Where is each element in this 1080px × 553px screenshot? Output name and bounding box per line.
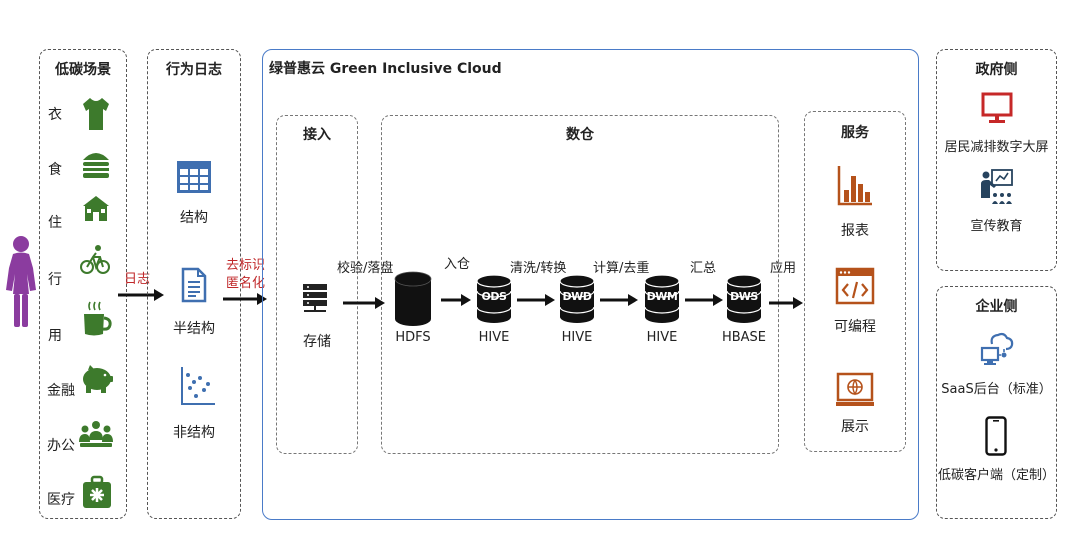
behavior-label: 结构 [180, 210, 208, 226]
enterprise-panel [936, 286, 1057, 519]
hdfs-label: HDFS [395, 330, 431, 345]
pipeline-arrow [600, 294, 638, 306]
scene-label: 住 [48, 215, 62, 231]
scenes-title: 低碳场景 [55, 62, 111, 78]
behavior-title: 行为日志 [166, 62, 222, 78]
dws-badge: DWS [730, 290, 758, 303]
pipeline-arrow [685, 294, 723, 306]
pipeline-step-label: 清洗/转换 [510, 261, 567, 276]
anonymize-label: 匿名化 [226, 276, 266, 291]
gov-panel [936, 49, 1057, 271]
bicycle-icon [80, 245, 110, 274]
tshirt-icon [83, 98, 109, 130]
server-icon [303, 284, 327, 312]
pipeline-arrow [517, 294, 555, 306]
cloud-title: 绿普惠云 Green Inclusive Cloud [269, 61, 502, 77]
group-icon [79, 421, 113, 447]
hive-label: HIVE [646, 330, 678, 345]
ingest-label: 存储 [303, 334, 331, 350]
behavior-label: 半结构 [173, 321, 215, 337]
mug-icon [84, 301, 112, 336]
scene-label: 衣 [48, 107, 62, 123]
anonymize-label: 去标识 [226, 258, 266, 273]
service-label: 可编程 [834, 319, 876, 335]
dwd-badge: DWD [562, 290, 592, 303]
burger-icon [83, 153, 109, 178]
scene-label: 金融 [47, 383, 75, 399]
enterprise-label: SaaS后台（标准） [941, 382, 1052, 397]
hbase-label: HBASE [721, 330, 767, 345]
gov-label: 居民减排数字大屏 [944, 140, 1049, 155]
dwm-database-icon [644, 274, 680, 323]
gov-title: 政府侧 [975, 62, 1018, 78]
pipeline-step-label: 汇总 [690, 261, 717, 276]
warehouse-panel [381, 115, 779, 454]
warehouse-title: 数仓 [566, 127, 594, 143]
gov-label: 宣传教育 [970, 219, 1023, 234]
service-label: 报表 [841, 223, 869, 239]
scene-label: 医疗 [47, 492, 75, 508]
scene-label: 用 [48, 328, 62, 344]
pipeline-step-label: 计算/去重 [593, 261, 650, 276]
ods-badge: ODS [481, 290, 507, 303]
person-icon [6, 236, 36, 327]
pipeline-step-label: 入仓 [444, 257, 471, 272]
dwm-badge: DWM [646, 290, 678, 303]
pipeline-arrow [769, 297, 803, 309]
dwd-database-icon [559, 274, 595, 323]
pipeline-step-label: 应用 [770, 261, 797, 276]
scene-label: 行 [48, 272, 62, 288]
scatter-icon [181, 367, 215, 405]
code-window-icon [835, 267, 875, 305]
service-title: 服务 [841, 125, 869, 141]
cloud-computer-icon [980, 332, 1014, 365]
service-label: 展示 [841, 419, 869, 435]
pipeline-arrow [441, 294, 471, 306]
table-icon [177, 161, 211, 193]
ingest-panel [276, 115, 358, 454]
bar-chart-icon [837, 166, 872, 206]
phone-icon [985, 416, 1007, 456]
enterprise-label: 低碳客户端（定制） [937, 468, 1055, 483]
scene-label: 食 [48, 162, 62, 178]
log-arrow-label: 日志 [124, 272, 151, 287]
hive-label: HIVE [478, 330, 510, 345]
scenes-panel [39, 49, 127, 519]
dws-database-icon [726, 274, 762, 323]
monitor-icon [981, 92, 1013, 123]
behavior-label: 非结构 [173, 425, 215, 441]
globe-monitor-icon [836, 372, 874, 406]
scene-label: 办公 [47, 438, 75, 454]
pipeline-step-label: 校验/落盘 [337, 261, 394, 276]
enterprise-title: 企业侧 [975, 299, 1018, 315]
cloud-panel [262, 49, 919, 520]
medical-kit-icon [83, 475, 111, 508]
ingest-title: 接入 [303, 127, 331, 143]
hdfs-cylinder-icon [394, 271, 432, 326]
hive-label: HIVE [561, 330, 593, 345]
document-icon [181, 267, 207, 303]
ods-database-icon [476, 274, 512, 323]
house-icon [83, 196, 109, 221]
teacher-icon [981, 169, 1013, 204]
piggy-bank-icon [83, 365, 113, 393]
pipeline-arrow [343, 297, 385, 309]
behavior-panel [147, 49, 241, 519]
log-arrow [118, 289, 164, 301]
service-panel [804, 111, 906, 452]
